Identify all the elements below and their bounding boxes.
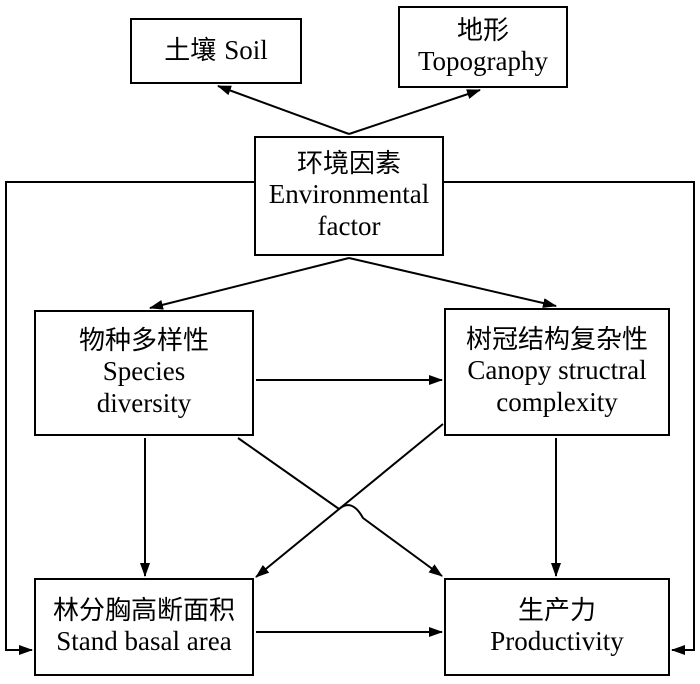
- node-basal-zh: 林分胸高断面积: [52, 595, 235, 626]
- arrow-species-to-productivity: [237, 437, 443, 577]
- node-environment-en-line1: Environmental: [268, 179, 430, 210]
- node-species-en-line2: diversity: [96, 388, 192, 419]
- node-canopy-en-line2: complexity: [496, 387, 618, 418]
- node-topography: 地形 Topography: [398, 6, 568, 88]
- node-canopy-zh: 树冠结构复杂性: [465, 324, 648, 355]
- node-soil-en: Soil: [224, 35, 268, 66]
- arrow-env-to-soil: [217, 85, 350, 135]
- node-topography-en: Topography: [417, 46, 549, 77]
- node-stand-basal-area: 林分胸高断面积 Stand basal area: [34, 578, 254, 676]
- node-species-diversity: 物种多样性 Species diversity: [34, 310, 254, 436]
- node-soil-zh: 土壤: [164, 35, 217, 66]
- node-topography-zh: 地形: [456, 15, 509, 46]
- node-species-en-line1: Species: [102, 356, 186, 387]
- node-canopy-complexity: 树冠结构复杂性 Canopy structral complexity: [444, 308, 670, 436]
- node-basal-en: Stand basal area: [56, 626, 232, 657]
- node-environmental-factor: 环境因素 Environmental factor: [254, 136, 444, 256]
- arrow-env-to-productivity: [444, 181, 695, 655]
- arrow-env-to-basal: [5, 181, 254, 655]
- arrow-env-to-topography: [348, 89, 481, 135]
- arrow-env-to-species: [149, 257, 350, 310]
- node-productivity-zh: 生产力: [517, 595, 596, 626]
- node-species-zh: 物种多样性: [78, 325, 209, 356]
- node-canopy-en-line1: Canopy structral: [467, 355, 647, 386]
- node-productivity: 生产力 Productivity: [444, 578, 670, 676]
- node-soil: 土壤 Soil: [130, 18, 302, 84]
- node-environment-zh: 环境因素: [296, 148, 401, 179]
- arrow-env-to-canopy: [348, 257, 557, 308]
- arrow-canopy-to-basal: [255, 423, 444, 578]
- node-environment-en-line2: factor: [317, 211, 381, 242]
- node-productivity-en: Productivity: [490, 626, 624, 657]
